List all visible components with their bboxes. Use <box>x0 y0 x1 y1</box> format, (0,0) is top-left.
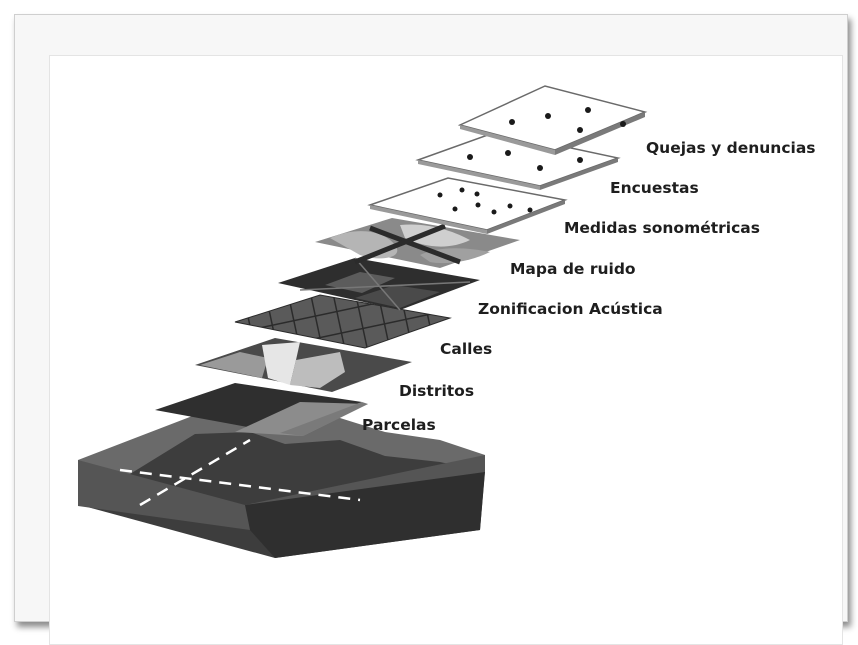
label-parcelas: Parcelas <box>362 416 436 434</box>
layer-calles <box>234 294 452 349</box>
terrain-base <box>78 412 485 558</box>
label-quejas: Quejas y denuncias <box>646 139 816 157</box>
label-calles: Calles <box>440 340 492 358</box>
label-encuestas: Encuestas <box>610 179 699 197</box>
layer-distritos <box>195 338 412 392</box>
layer-quejas <box>457 85 648 155</box>
label-distritos: Distritos <box>399 382 474 400</box>
label-zonificacion: Zonificacion Acústica <box>478 300 663 318</box>
layer-zonificacion <box>278 257 480 311</box>
layer-parcelas <box>155 383 368 436</box>
layer-encuestas <box>415 131 621 190</box>
label-medidas: Medidas sonométricas <box>564 219 760 237</box>
layer-mapa-ruido <box>315 218 520 268</box>
label-mapa-ruido: Mapa de ruido <box>510 260 636 278</box>
layer-medidas <box>367 177 568 234</box>
survey-points <box>467 150 583 171</box>
complaint-points <box>509 107 626 133</box>
measurement-points <box>437 187 533 215</box>
